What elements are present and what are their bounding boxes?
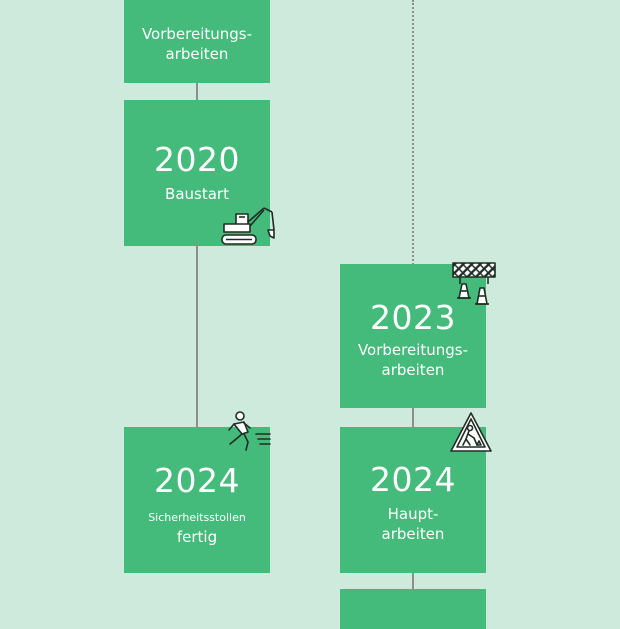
timeline-box-2023: 2023 Vorbereitungs- arbeiten xyxy=(340,264,486,408)
construction-warning-sign-icon xyxy=(450,412,492,452)
box-year: 2023 xyxy=(370,297,456,337)
box-label: Vorbereitungs- arbeiten xyxy=(141,24,253,63)
box-year: 2024 xyxy=(370,459,456,499)
box-label: Haupt- arbeiten xyxy=(381,504,445,543)
timeline-box-2020: 2020 Baustart xyxy=(124,100,270,246)
timeline-line-left xyxy=(196,80,198,430)
box-label: Baustart xyxy=(165,184,229,203)
running-worker-icon xyxy=(228,411,271,451)
timeline-box-partial-bottom xyxy=(340,589,486,629)
road-barrier-cones-icon xyxy=(452,262,496,305)
timeline-line-right-dotted xyxy=(412,0,414,265)
box-year: 2024 xyxy=(154,460,240,500)
box-label-small: Sicherheitsstollen xyxy=(148,510,246,524)
timeline-box-2024-left: 2024 Sicherheitsstollen fertig xyxy=(124,427,270,573)
timeline-box-preparation-top: Vorbereitungs- arbeiten xyxy=(124,0,270,83)
box-year: 2020 xyxy=(154,139,240,179)
box-label: fertig xyxy=(176,527,218,546)
excavator-icon xyxy=(221,207,275,245)
box-label: Vorbereitungs- arbeiten xyxy=(357,340,469,379)
